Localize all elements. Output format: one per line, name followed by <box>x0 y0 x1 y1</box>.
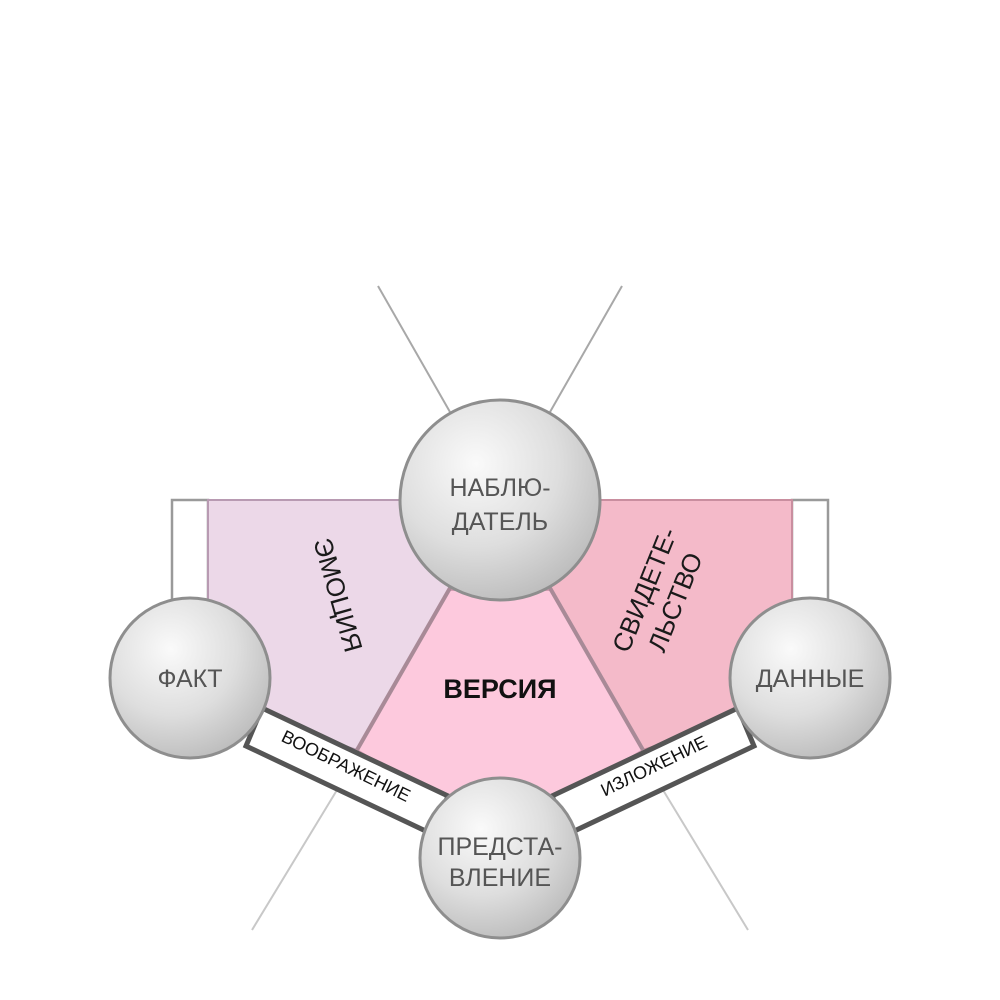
guide-lines <box>100 285 900 931</box>
representation-line1: ПРЕДСТА- <box>438 833 563 861</box>
guide-line <box>251 789 338 931</box>
representation-sphere <box>418 776 582 940</box>
fact-sphere <box>108 596 272 760</box>
right-side-band <box>790 498 830 612</box>
node-observer: НАБЛЮ- ДАТЕЛЬ <box>398 398 602 602</box>
guide-line <box>662 789 749 931</box>
node-fact: ФАКТ <box>108 596 272 760</box>
region-version-label: ВЕРСИЯ <box>443 674 556 704</box>
observer-line2: ДАТЕЛЬ <box>452 508 548 536</box>
node-data: ДАННЫЕ <box>728 596 892 760</box>
fact-label: ФАКТ <box>158 665 223 693</box>
observer-sphere <box>398 398 602 602</box>
node-representation: ПРЕДСТА- ВЛЕНИЕ <box>418 776 582 940</box>
data-label: ДАННЫЕ <box>756 665 865 693</box>
representation-line2: ВЛЕНИЕ <box>449 864 551 892</box>
left-side-band <box>170 498 210 612</box>
guide-line <box>377 285 451 413</box>
data-sphere <box>728 596 892 760</box>
guide-line <box>549 285 623 413</box>
region-borders <box>355 587 645 751</box>
observer-line1: НАБЛЮ- <box>449 474 550 502</box>
